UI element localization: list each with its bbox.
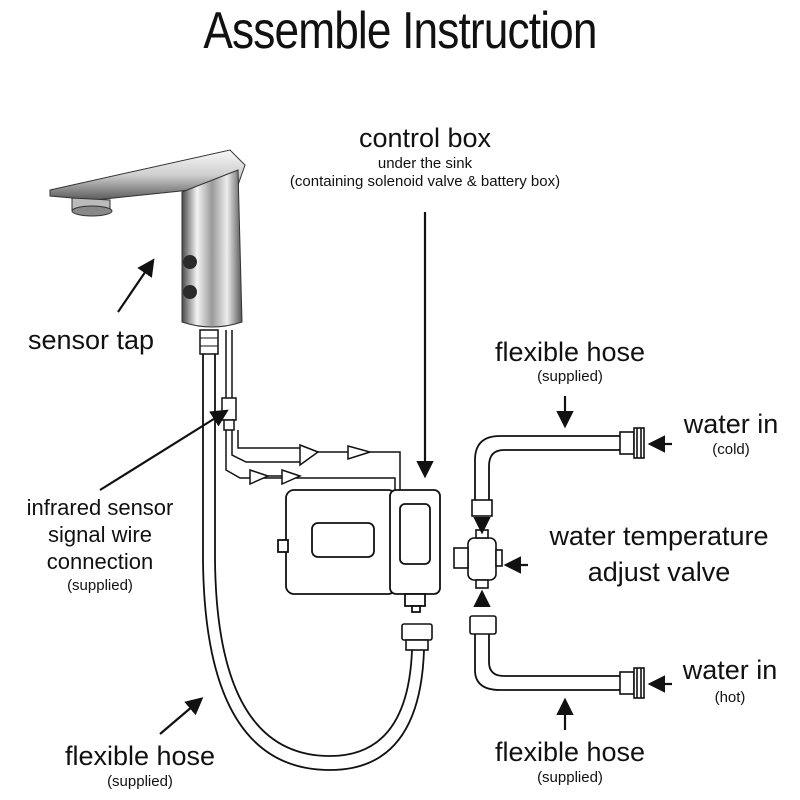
- ir-sensor-label: signal wire: [48, 522, 152, 547]
- water-in-hot-label: water in: [682, 655, 778, 685]
- supplied-note: (supplied): [107, 773, 173, 790]
- supplied-note: (supplied): [67, 577, 133, 594]
- control-box-sublabel: under the sink: [377, 155, 473, 172]
- temperature-valve-label: water temperature: [549, 521, 769, 551]
- temperature-valve-label: adjust valve: [587, 557, 731, 587]
- supplied-note: (supplied): [537, 769, 603, 786]
- sensor-tap: [49, 149, 246, 355]
- control-box: [277, 489, 441, 613]
- control-box-label: control box: [358, 123, 492, 153]
- ir-sensor-label: infrared sensor: [26, 495, 174, 520]
- control-box-sublabel: (containing solenoid valve & battery box…: [289, 173, 561, 190]
- sensor-signal-wire: [221, 330, 401, 498]
- cold-inlet-fitting: [619, 427, 645, 459]
- flexible-hose-label: flexible hose: [494, 337, 646, 367]
- hot-inlet-fitting: [619, 667, 645, 699]
- flexible-hose-hot: [474, 634, 620, 691]
- flexible-hose-cold: [474, 435, 620, 500]
- sensor-eye-icon: [183, 255, 197, 269]
- sensor-tap-label: sensor tap: [28, 325, 155, 355]
- temperature-valve: [453, 499, 503, 635]
- page-title: Assemble Instruction: [203, 2, 597, 60]
- flexible-hose-label: flexible hose: [64, 741, 216, 771]
- hot-note: (hot): [714, 689, 746, 706]
- sensor-eye-icon: [183, 285, 197, 299]
- flexible-hose-label: flexible hose: [494, 737, 646, 767]
- hose-fitting: [401, 623, 433, 651]
- water-in-cold-label: water in: [683, 409, 779, 439]
- flexible-hose-left: [202, 354, 425, 771]
- supplied-note: (supplied): [537, 368, 603, 385]
- leader-arrows: [99, 212, 672, 735]
- ir-sensor-label: connection: [46, 549, 154, 574]
- cold-note: (cold): [712, 441, 750, 458]
